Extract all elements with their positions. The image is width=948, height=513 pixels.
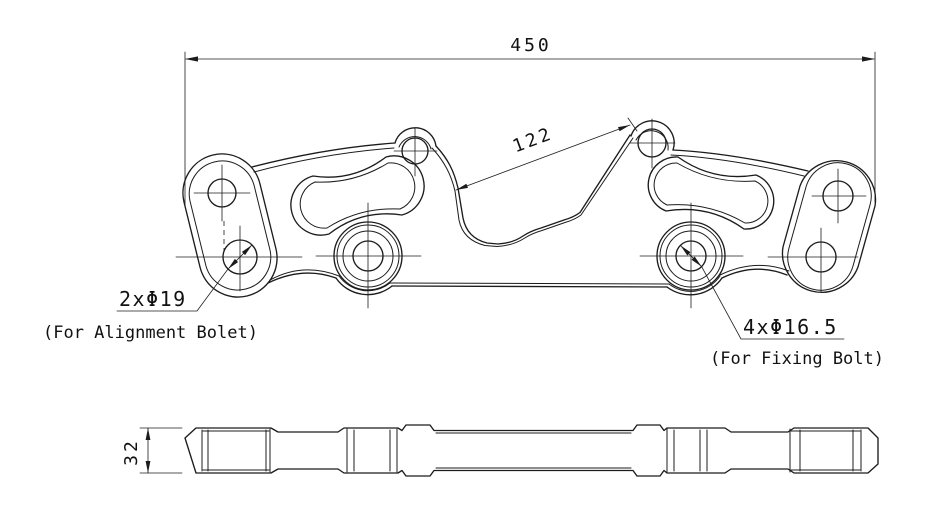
left-boss-plate-arc-inner [338, 275, 391, 292]
top-edge-left-inner [253, 147, 395, 173]
arrowhead-top [145, 428, 151, 440]
bottom-right-scallop [721, 268, 788, 279]
bottom-web-edge-inner [389, 282, 670, 285]
right-pad-inner [787, 162, 872, 291]
right-boss-plate-arc [666, 277, 723, 296]
callout-fixing-label: 4xΦ16.5 [743, 315, 838, 339]
recess-inner [431, 137, 634, 247]
callout-alignment-note: (For Alignment Bolet) [43, 323, 258, 343]
leader-alignment-holes: 2xΦ19 (For Alignment Bolet) [43, 244, 258, 343]
left-kidney-inner [299, 162, 416, 229]
dim-line [455, 124, 631, 191]
left-boss-plate-arc [335, 277, 393, 296]
bottom-right-scallop-inner [719, 264, 790, 276]
leader-fixing-holes: 4xΦ16.5 (For Fixing Bolt) [680, 245, 884, 369]
dim-recess-length-text: 122 [510, 123, 556, 157]
kidney-slots [290, 155, 775, 236]
right-kidney-inner [653, 162, 769, 224]
right-boss-plate-arc-inner [668, 275, 721, 292]
right-pad-outer [781, 160, 877, 293]
arrowhead-left [185, 56, 198, 62]
witness-tick [627, 117, 638, 132]
arrowhead-right [862, 56, 875, 62]
dim-thickness-text: 32 [121, 438, 142, 466]
leader-line [701, 266, 845, 340]
left-pad-inner [188, 160, 272, 291]
chamfer-contours [188, 130, 872, 292]
side-inner-lines [201, 428, 862, 473]
dim-recess-length: 122 [455, 117, 638, 191]
side-view [184, 424, 879, 477]
dim-overall-width: 450 [184, 35, 876, 207]
dim-overall-width-text: 450 [510, 35, 552, 56]
left-tab-inner [398, 136, 432, 150]
recess-edge [435, 134, 631, 245]
bottom-web-edge [391, 285, 668, 288]
left-tab-arc [394, 127, 437, 147]
bottom-left-scallop-inner [269, 269, 340, 281]
arrowhead-lower [456, 183, 468, 190]
callout-fixing-note: (For Fixing Bolt) [710, 349, 884, 369]
left-kidney-outer [290, 155, 425, 236]
left-pad-outer [182, 153, 278, 298]
top-edge-right-inner [670, 154, 805, 177]
callout-alignment-label: 2xΦ19 [119, 287, 187, 311]
leader-line [116, 268, 229, 312]
arrowhead-bottom [145, 461, 151, 473]
bottom-left-scallop [267, 272, 337, 284]
top-edge-left [251, 142, 396, 168]
dim-thickness: 32 [121, 427, 183, 474]
right-kidney-outer [647, 156, 775, 230]
arrowhead-upper [618, 125, 630, 132]
top-edge-right [672, 149, 809, 172]
side-outline [184, 424, 879, 477]
